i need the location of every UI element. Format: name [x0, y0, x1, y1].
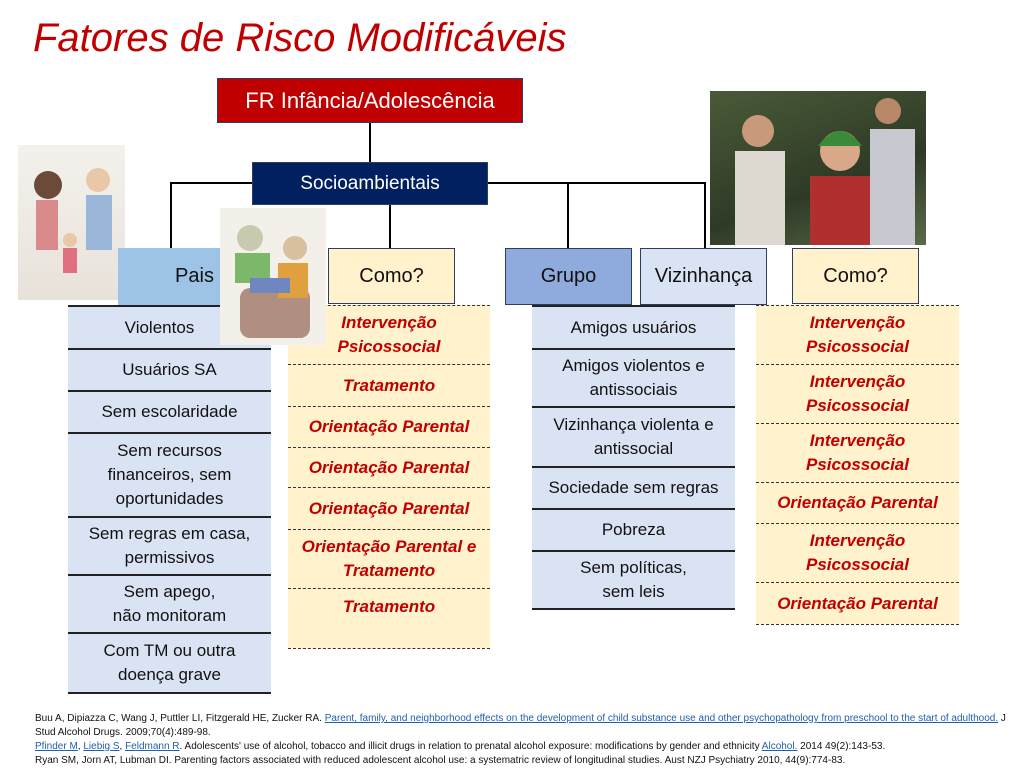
list-item: Orientação Parental e Tratamento: [288, 529, 490, 588]
list-item: Tratamento: [288, 364, 490, 406]
fr-infancia-box: FR Infância/Adolescência: [217, 78, 523, 123]
list-item: Orientação Parental: [288, 406, 490, 447]
reference-authors: Buu A, Dipiazza C, Wang J, Puttler LI, F…: [35, 713, 325, 724]
pais-list: Violentos Usuários SA Sem escolaridade S…: [68, 305, 271, 694]
references: Buu A, Dipiazza C, Wang J, Puttler LI, F…: [35, 712, 1020, 768]
connector: [567, 182, 569, 249]
socioambientais-box: Socioambientais: [252, 162, 488, 205]
connector: [704, 182, 706, 249]
journal-link[interactable]: Alcohol.: [761, 741, 798, 752]
list-item: Vizinhança violenta e antissocial: [532, 406, 735, 466]
connector: [170, 182, 172, 249]
list-item: Orientação Parental: [288, 447, 490, 487]
reference-citation: 2014 49(2):143-53.: [797, 741, 886, 752]
como-left-header: Como?: [328, 248, 455, 304]
family-cartoon-image: [18, 145, 125, 300]
list-item: Com TM ou outra doença grave: [68, 632, 271, 692]
como-right-list: Intervenção Psicossocial Intervenção Psi…: [756, 305, 959, 625]
list-item: Sem políticas, sem leis: [532, 550, 735, 608]
list-item: Intervenção Psicossocial: [756, 523, 959, 582]
list-item: Intervenção Psicossocial: [756, 423, 959, 482]
list-item: Orientação Parental: [756, 582, 959, 624]
reference-title: . Adolescents' use of alcohol, tobacco a…: [179, 741, 762, 752]
list-item: Sem escolaridade: [68, 390, 271, 432]
grupo-list: Amigos usuários Amigos violentos e antis…: [532, 305, 735, 610]
list-item: Tratamento: [288, 588, 490, 648]
como-right-header: Como?: [792, 248, 919, 304]
list-item: Amigos usuários: [532, 305, 735, 348]
vizinhanca-header: Vizinhança: [640, 248, 767, 305]
list-item: Pobreza: [532, 508, 735, 550]
list-item: Intervenção Psicossocial: [756, 305, 959, 364]
reference-2: Pfinder M, Liebig S, Feldmann R. Adolesc…: [35, 741, 886, 752]
teenagers-smoking-photo: [710, 91, 926, 245]
reference-1: Buu A, Dipiazza C, Wang J, Puttler LI, F…: [35, 712, 1020, 740]
author-link[interactable]: Pfinder M: [35, 741, 78, 752]
author-link[interactable]: Feldmann R: [125, 741, 180, 752]
list-item: Sem regras em casa, permissivos: [68, 516, 271, 574]
como-left-list: Intervenção Psicossocial Tratamento Orie…: [288, 305, 490, 649]
reference-citation: J Stud Alcohol Drugs. 2009;70(4):489-98.: [35, 713, 1006, 738]
list-item: Amigos violentos e antissociais: [532, 348, 735, 406]
list-item: Sociedade sem regras: [532, 466, 735, 508]
connector: [369, 123, 371, 163]
connector: [389, 182, 391, 249]
reference-3: Ryan SM, Jorn AT, Lubman DI. Parenting f…: [35, 755, 846, 766]
list-item: Sem recursos financeiros, sem oportunida…: [68, 432, 271, 516]
grupo-header: Grupo: [505, 248, 632, 305]
list-item: Orientação Parental: [288, 487, 490, 529]
list-item: Intervenção Psicossocial: [756, 364, 959, 423]
reference-link[interactable]: Parent, family, and neighborhood effects…: [324, 713, 999, 724]
list-item: Usuários SA: [68, 348, 271, 390]
list-item: Orientação Parental: [756, 482, 959, 523]
couple-cartoon-image: [220, 208, 326, 345]
slide-title: Fatores de Risco Modificáveis: [33, 16, 567, 60]
author-link[interactable]: Liebig S: [83, 741, 120, 752]
list-item: Sem apego, não monitoram: [68, 574, 271, 632]
list-item: Intervenção Psicossocial: [288, 305, 490, 364]
